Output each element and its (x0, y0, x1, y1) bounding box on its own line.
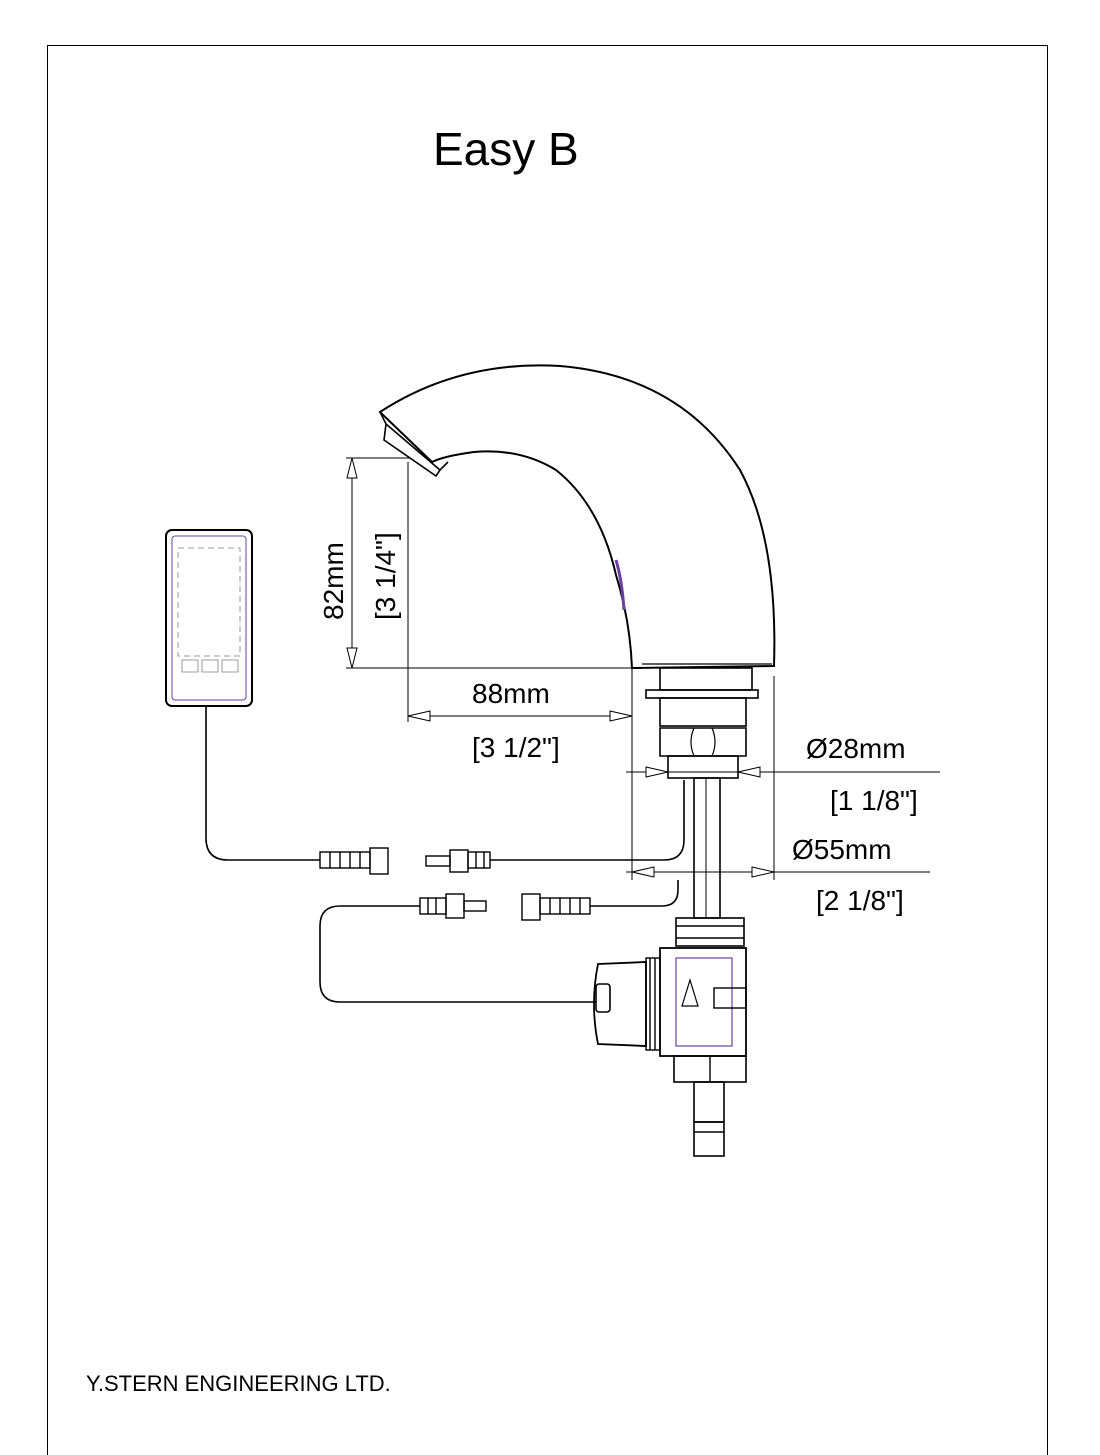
connector-right-lower-icon (521, 893, 591, 921)
solenoid-valve-icon (593, 917, 747, 1157)
reach-mm-label: 88mm (472, 678, 550, 709)
cable-upper-right (490, 780, 685, 861)
neck-diameter-in-label: [1 1/8"] (830, 785, 918, 816)
base-diameter-mm-label: Ø55mm (792, 834, 892, 865)
reach-in-label: [3 1/2"] (472, 732, 560, 763)
height-mm-label: 82mm (318, 542, 349, 620)
cable-lower-left (319, 905, 596, 1003)
neck-diameter-mm-label: Ø28mm (806, 733, 906, 764)
connector-right-upper-icon (425, 849, 491, 873)
company-name: Y.STERN ENGINEERING LTD. (86, 1371, 391, 1396)
dimension-neck-diameter (626, 766, 940, 778)
faucet-technical-drawing (165, 364, 940, 1157)
dimension-base-diameter (626, 676, 930, 880)
connector-left-upper-icon (319, 847, 389, 875)
faucet-spout-icon (378, 364, 776, 670)
drawing-frame (47, 45, 1048, 1455)
connector-left-lower-icon (419, 893, 487, 919)
cable-lower-right (590, 880, 679, 907)
control-box-icon (165, 529, 253, 707)
height-in-label: [3 1/4"] (370, 532, 401, 620)
dimension-reach (407, 462, 633, 880)
dimension-height (346, 457, 632, 669)
mounting-shank-icon (645, 667, 759, 919)
drawing-title: Easy B (433, 123, 579, 175)
base-diameter-in-label: [2 1/8"] (816, 885, 904, 916)
cable-upper-left (205, 706, 320, 861)
